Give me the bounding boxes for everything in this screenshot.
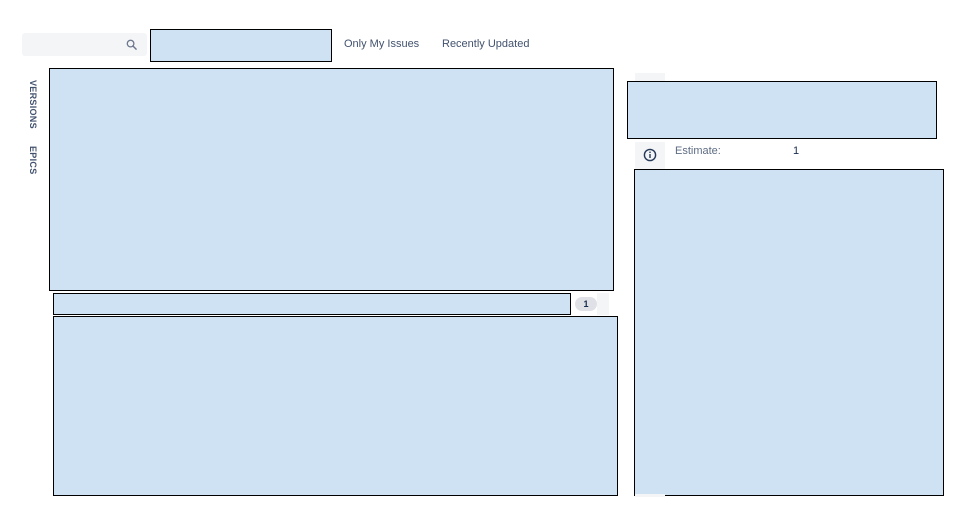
estimate-value[interactable]: 1 [793, 145, 800, 157]
masked-backlog-issues [53, 316, 618, 496]
detail-tab-stub [635, 73, 665, 82]
info-icon [643, 148, 657, 162]
filter-only-my-issues[interactable]: Only My Issues [344, 38, 420, 50]
masked-backlog-header[interactable] [53, 293, 571, 315]
search-icon[interactable] [126, 39, 137, 50]
filter-recently-updated[interactable]: Recently Updated [442, 38, 530, 50]
details-tab-button[interactable] [635, 142, 665, 169]
masked-sprint-issues [49, 68, 614, 291]
detail-panel-edge [635, 494, 665, 497]
issue-count-badge: 1 [575, 297, 597, 311]
search-input[interactable] [22, 33, 147, 56]
backlog-header-edge [597, 293, 609, 315]
versions-tab[interactable]: VERSIONS [28, 80, 38, 129]
masked-filter-control[interactable] [150, 29, 332, 62]
estimate-label: Estimate: [675, 145, 721, 157]
masked-issue-header [627, 81, 937, 139]
masked-issue-details [634, 169, 944, 496]
epics-tab[interactable]: EPICS [28, 146, 38, 175]
search-box[interactable] [22, 33, 147, 56]
